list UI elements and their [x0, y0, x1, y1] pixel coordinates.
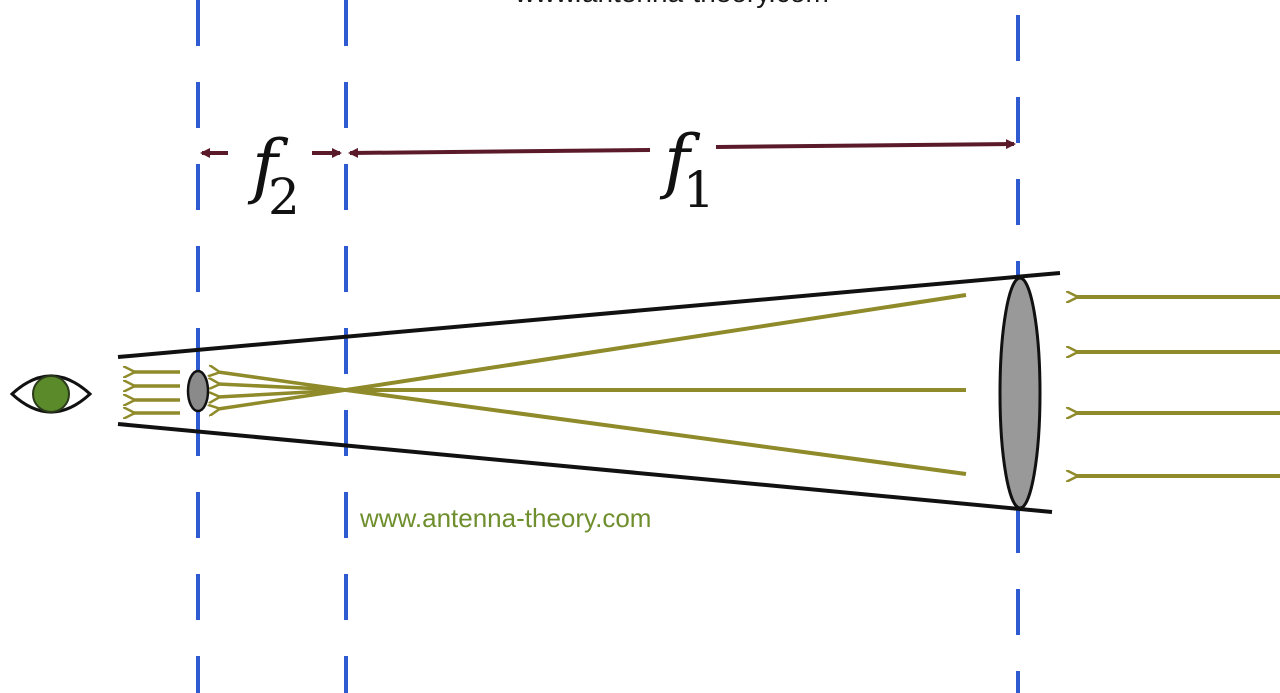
diverging-ray-2 — [218, 384, 347, 392]
diverging-ray-4 — [218, 388, 347, 409]
f1-arrow-right — [715, 139, 1016, 150]
f2-subscript: 2 — [268, 168, 300, 226]
f1-subscript: 1 — [683, 161, 715, 219]
diverging-ray-1 — [218, 372, 347, 392]
f1-label: f 1 — [659, 120, 715, 219]
watermark-top: www.antenna-theory.com — [514, 0, 829, 8]
tube-top-edge — [117, 271, 1061, 359]
watermark-middle: www.antenna-theory.com — [359, 503, 651, 533]
converging-ray-bottom — [345, 388, 967, 476]
f2-label: f 2 — [247, 125, 300, 226]
tube-bottom-edge — [117, 422, 1053, 514]
f1-arrow-left — [348, 147, 651, 158]
objective-lens-icon — [998, 276, 1042, 510]
diverging-ray-3 — [218, 388, 347, 397]
eyepiece-lens-icon — [186, 369, 210, 413]
eye-icon — [9, 374, 93, 414]
converging-ray-top — [345, 293, 967, 392]
